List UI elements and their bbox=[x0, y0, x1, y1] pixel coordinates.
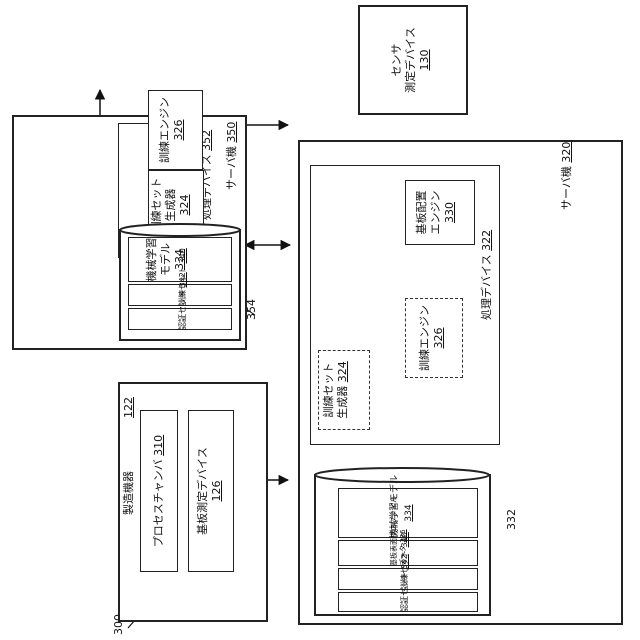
db-332-ref: 332 bbox=[505, 509, 519, 530]
db332-valid-set-label: 認証セット 342 bbox=[398, 592, 412, 612]
